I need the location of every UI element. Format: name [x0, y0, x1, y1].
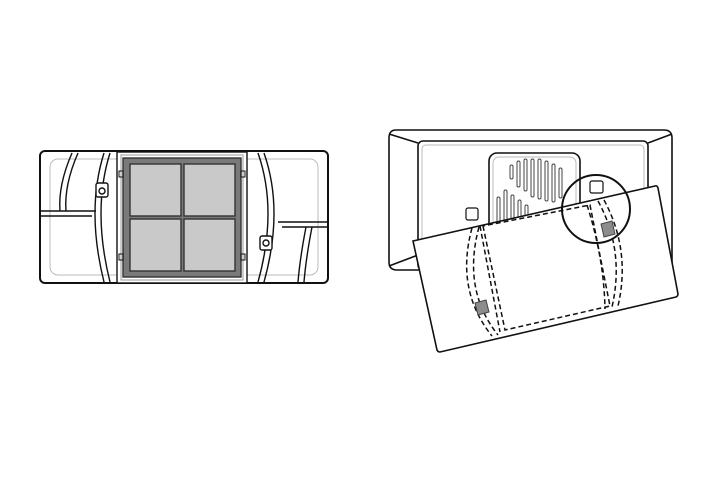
right-arc-2: [297, 226, 313, 283]
left-divider: [41, 210, 96, 217]
left-arc-2b: [100, 152, 111, 283]
housing-clip-left: [465, 207, 479, 221]
frame-tab: [118, 253, 124, 261]
filter-unit-front-view: [39, 150, 329, 284]
housing-bevel: [388, 133, 673, 267]
filter-frame-inner: [120, 154, 244, 281]
left-arc-1b: [65, 152, 79, 212]
detail-magnifier-circle: [561, 174, 631, 244]
frame-tab: [240, 170, 246, 178]
frame-tab: [240, 253, 246, 261]
hidden-lines: [465, 199, 623, 337]
left-arc-1: [59, 152, 73, 212]
housing-clip-right: [589, 180, 604, 194]
cover-clip-left: [474, 299, 490, 316]
right-clip-hole: [262, 239, 270, 247]
filter-pane-br: [183, 218, 236, 272]
left-clip: [95, 182, 109, 198]
right-clip: [259, 235, 273, 251]
filter-pane-bl: [129, 218, 182, 272]
left-arc-2: [94, 152, 105, 283]
filter-pane-tr: [183, 163, 236, 217]
right-divider: [278, 221, 327, 228]
cover-installation-view: [388, 129, 679, 353]
left-clip-hole: [98, 187, 106, 195]
cover-clip-right: [600, 220, 616, 238]
right-arc-1: [257, 152, 269, 283]
filter-pane-tl: [129, 163, 182, 217]
frame-tab: [118, 170, 124, 178]
right-arc-1b: [263, 152, 275, 283]
